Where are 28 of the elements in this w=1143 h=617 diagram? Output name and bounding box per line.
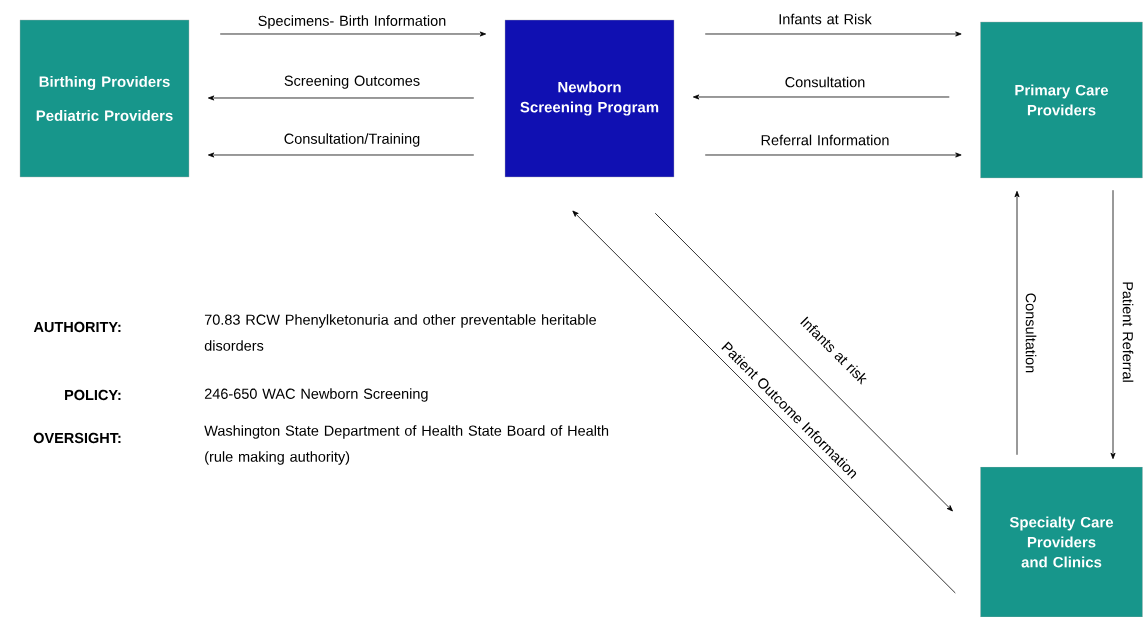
arrow <box>207 95 475 101</box>
provider-box: Birthing Providers Pediatric Providers <box>19 19 190 178</box>
arrow <box>1110 189 1116 460</box>
field-value: Washington State Department of Health State Board of Health (rule making authority) <box>204 425 609 465</box>
field-value: 246-650 WAC Newborn Screening <box>204 388 428 402</box>
edge-label: Screening Outcomes <box>284 75 420 89</box>
provider-box: Specialty Care Providers and Clinics <box>980 466 1143 617</box>
edge-label: Consultation/Training <box>284 133 420 147</box>
provider-box: Primary Care Providers <box>980 21 1143 179</box>
edge-label: Consultation <box>1025 293 1037 373</box>
program-box: Newborn Screening Program <box>504 19 675 178</box>
field-value: 70.83 RCW Phenylketonuria and other preventable heritable disorders <box>204 314 596 351</box>
edge-label: Infants at Risk <box>779 13 872 25</box>
arrow <box>219 31 487 37</box>
field-label: POLICY: <box>65 389 121 401</box>
arrow <box>207 152 475 158</box>
arrow <box>1014 190 1020 456</box>
edge-label: Patient Referral <box>1122 282 1134 382</box>
edge-label: Consultation <box>785 76 865 88</box>
arrow <box>654 212 953 512</box>
arrow <box>692 94 950 100</box>
arrow <box>704 152 962 158</box>
edge-label: Referral Information <box>761 134 889 146</box>
field-label: AUTHORITY: <box>33 321 121 333</box>
arrow <box>704 31 962 37</box>
edge-label: Specimens- Birth Information <box>258 15 446 29</box>
field-label: OVERSIGHT: <box>33 432 121 444</box>
arrow <box>572 210 956 594</box>
